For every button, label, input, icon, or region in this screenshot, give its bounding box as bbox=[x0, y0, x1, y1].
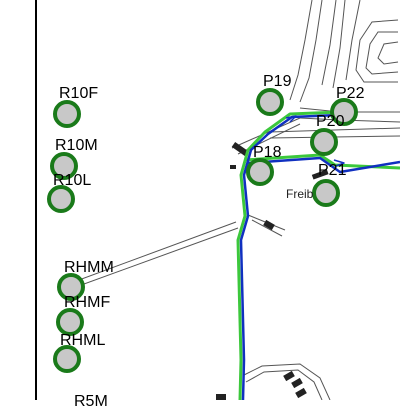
route-arrow bbox=[285, 115, 297, 123]
markers[interactable] bbox=[47, 88, 358, 373]
point-label: RHMF bbox=[64, 294, 111, 311]
point-label: P19 bbox=[263, 73, 292, 90]
map-canvas[interactable] bbox=[0, 0, 400, 400]
point-label: R10F bbox=[59, 85, 99, 102]
marker-r10f[interactable] bbox=[53, 100, 81, 128]
point-label: P18 bbox=[253, 144, 282, 161]
point-label: RHML bbox=[60, 332, 106, 349]
route-blue-line bbox=[239, 113, 400, 400]
point-label: P21 bbox=[318, 162, 347, 179]
point-label: R10L bbox=[53, 172, 92, 189]
marker-p19[interactable] bbox=[256, 88, 284, 116]
point-label: R5M bbox=[74, 393, 108, 410]
marker-p20[interactable] bbox=[310, 128, 338, 156]
marker-rhml[interactable] bbox=[53, 345, 81, 373]
road-network bbox=[59, 0, 400, 400]
marker-rhmm[interactable] bbox=[57, 273, 85, 301]
route bbox=[236, 110, 400, 400]
marker-r10m[interactable] bbox=[50, 152, 78, 180]
marker-p22[interactable] bbox=[330, 98, 358, 126]
marker-r10l[interactable] bbox=[47, 185, 75, 213]
marker-p21[interactable] bbox=[312, 179, 340, 207]
place-label: Freib bbox=[286, 187, 314, 201]
point-label: R10M bbox=[55, 137, 98, 154]
point-label: P20 bbox=[316, 113, 345, 130]
point-label: RHMM bbox=[64, 259, 114, 276]
marker-rhmf[interactable] bbox=[56, 308, 84, 336]
buildings bbox=[216, 141, 329, 400]
route-arrow bbox=[333, 159, 345, 167]
marker-p18[interactable] bbox=[246, 158, 274, 186]
point-label: P22 bbox=[336, 85, 365, 102]
